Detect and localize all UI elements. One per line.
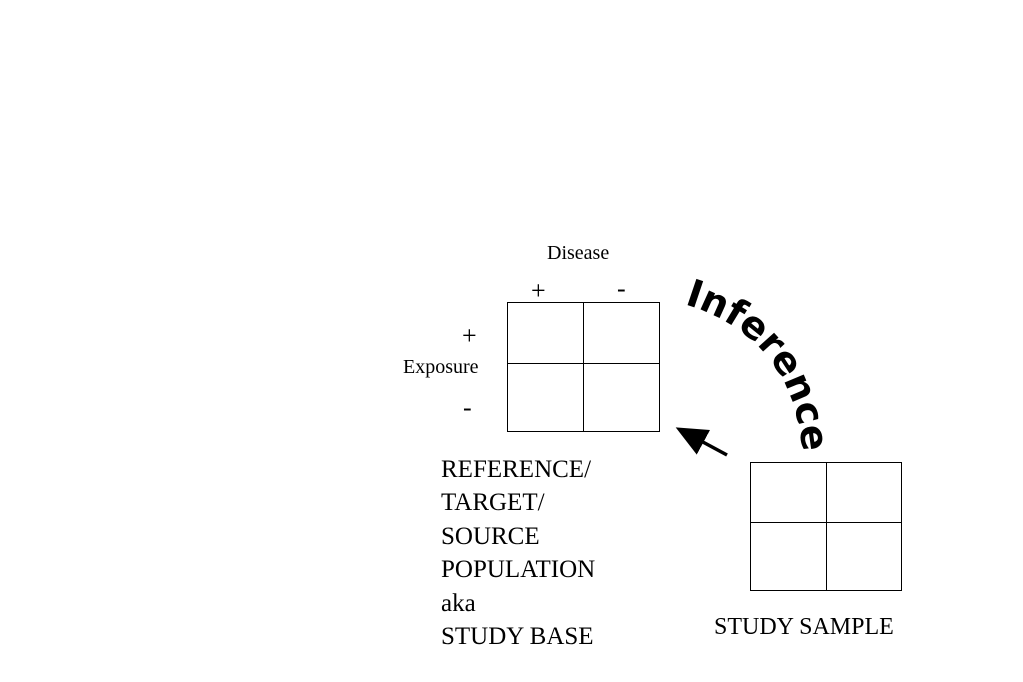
inference-arrow bbox=[675, 427, 728, 457]
disease-label: Disease bbox=[547, 242, 610, 264]
exposure-positive-label: + bbox=[462, 321, 477, 350]
population-label-line: aka bbox=[441, 589, 476, 617]
table-horizontal-divider bbox=[508, 363, 659, 364]
exposure-label: Exposure bbox=[403, 356, 479, 378]
study-sample-label: STUDY SAMPLE bbox=[714, 614, 894, 640]
population-label-line: REFERENCE/ bbox=[441, 456, 592, 483]
table-horizontal-divider bbox=[751, 522, 901, 523]
population-label-line: TARGET/ bbox=[441, 489, 545, 517]
inference-label-path: Inference bbox=[681, 271, 837, 453]
population-2x2-table bbox=[507, 302, 660, 432]
sample-2x2-table bbox=[750, 462, 902, 591]
disease-negative-label: - bbox=[617, 274, 626, 303]
table-vertical-divider bbox=[826, 463, 827, 590]
population-label-line: STUDY BASE bbox=[441, 623, 594, 651]
population-label: REFERENCE/ TARGET/ SOURCE POPULATION aka… bbox=[441, 453, 595, 653]
population-label-line: POPULATION bbox=[441, 556, 596, 584]
inference-label: Inference bbox=[681, 271, 837, 453]
disease-positive-label: + bbox=[531, 276, 546, 305]
exposure-negative-label: - bbox=[463, 393, 472, 422]
population-label-line: SOURCE bbox=[441, 522, 540, 550]
table-vertical-divider bbox=[583, 303, 584, 431]
